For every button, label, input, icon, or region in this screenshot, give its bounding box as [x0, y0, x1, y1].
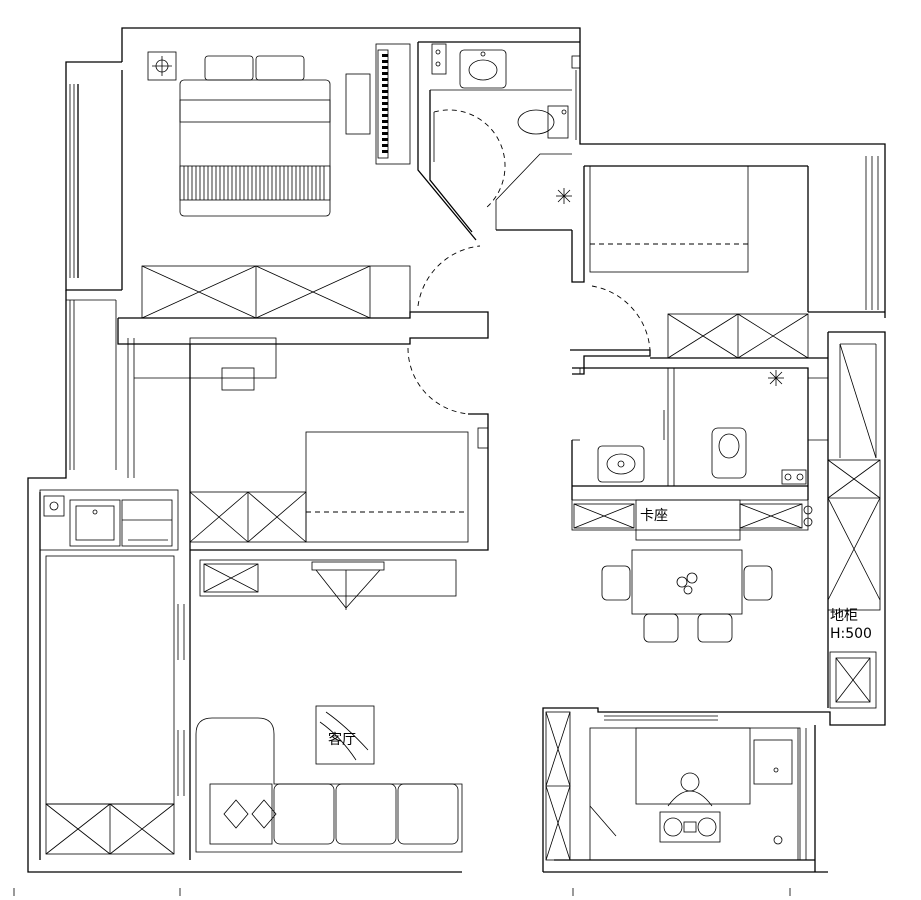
shower-drain-icon	[768, 370, 784, 386]
shower-drain-icon	[556, 188, 572, 204]
dimension-ticks	[13, 888, 791, 896]
top-bathroom	[430, 43, 581, 230]
person-cooking-icon	[667, 772, 713, 807]
second-bedroom	[589, 156, 885, 359]
second-bathroom	[571, 367, 828, 500]
flower-vase-icon	[676, 572, 698, 595]
wardrobe-top	[141, 265, 411, 319]
piano	[375, 43, 411, 165]
living-room-label: 客厅	[328, 731, 356, 748]
inner-walls-top	[117, 41, 808, 345]
double-bed	[179, 55, 331, 217]
nightstand	[345, 73, 371, 135]
left-utility	[39, 489, 191, 860]
study-room	[134, 337, 489, 551]
dining-table	[631, 549, 743, 615]
booth-seat	[635, 499, 741, 541]
toilet	[517, 105, 569, 139]
chair	[743, 565, 773, 601]
corridor-doors	[407, 245, 651, 415]
right-side-cabinets	[827, 332, 881, 709]
left-balcony	[66, 84, 135, 478]
stove	[659, 811, 721, 843]
chair	[697, 613, 733, 643]
outer-walls	[27, 27, 886, 873]
squat-toilet	[711, 427, 747, 479]
kitchen	[545, 711, 807, 861]
wardrobe-right	[667, 313, 809, 359]
chair	[601, 565, 631, 601]
sofa	[195, 717, 463, 853]
floor-cabinet-height-label: H:500	[830, 626, 872, 642]
dining-area	[571, 499, 813, 643]
tv-cabinet	[199, 559, 457, 610]
master-bedroom	[141, 43, 411, 319]
coffee-table	[315, 705, 375, 765]
booth-seat-label: 卡座	[640, 508, 668, 524]
chair	[643, 613, 679, 643]
floor-cabinet-label: 地柜	[830, 608, 858, 624]
